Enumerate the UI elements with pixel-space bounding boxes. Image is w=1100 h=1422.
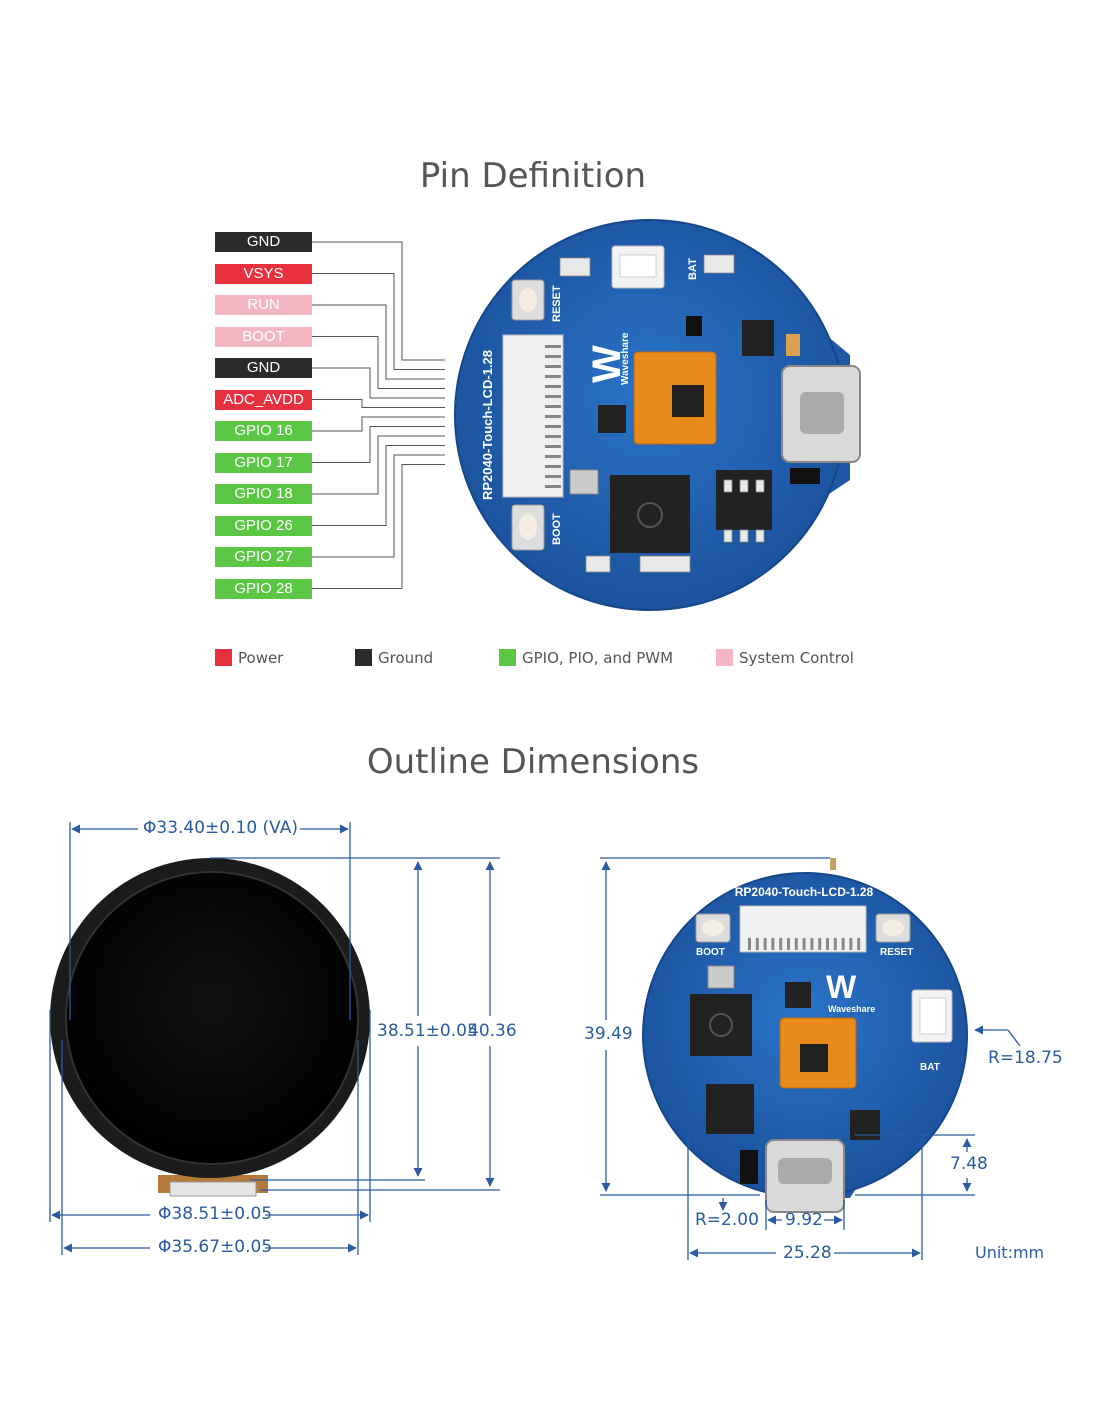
pin-label: GPIO 26 [215,515,312,536]
fpc-pin [771,938,775,950]
dim-diameter-inner: Φ35.67±0.05 [158,1237,273,1257]
fpc-pin [545,365,561,368]
legend-swatch [355,649,372,666]
fpc-pin [545,425,561,428]
reset-silk-front: RESET [880,947,913,958]
fpc-pin [810,938,814,950]
pin-connector-line [312,273,445,370]
legend-item: GPIO, PIO, and PWM [499,649,673,667]
dim-bottom-offset: 7.48 [950,1154,988,1174]
fpc-pin [787,938,790,950]
board-top-view: RP2040-Touch-LCD-1.28 RESET BOOT BAT Wav… [454,219,861,611]
fpc-pin [818,938,822,950]
pin-definition-title: Pin Definition [419,156,647,196]
fpc-pin [748,938,751,950]
pin-label: BOOT [215,326,312,347]
brand-silk-front: Waveshare [828,1004,875,1014]
pin-label: GPIO 27 [215,547,312,567]
fpc-pin [849,938,853,950]
pin-label: GPIO 28 [215,578,312,599]
board-name-front: RP2040-Touch-LCD-1.28 [735,885,874,899]
dim-radius-small: R=2.00 [695,1210,759,1230]
pin-connector-line [312,454,445,558]
lcd-front-view [50,858,370,1197]
fpc-pin [857,938,861,950]
legend-label: System Control [739,649,854,667]
fpc-pin [545,385,561,388]
pin-connector-line [312,426,445,463]
pin-connector-line [312,367,445,399]
pin-label: ADC_AVDD [215,389,312,410]
pin-label: GND [215,358,312,378]
boot-silk-front: BOOT [696,947,725,958]
fpc-pin [841,938,845,950]
fpc-pin [794,938,798,950]
legend-item: Ground [355,649,433,667]
pin-connector-lines [312,241,445,589]
dim-diameter-outer: Φ38.51±0.05 [158,1204,273,1224]
dim-va: Φ33.40±0.10 (VA) [141,818,300,838]
fpc-pin [545,345,561,348]
fpc-pin [545,455,561,458]
fpc-pin [545,465,561,468]
fpc-pin [545,415,561,418]
legend-label: Power [238,649,284,667]
fpc-pin [802,938,806,950]
fpc-pin [826,938,829,950]
dim-inner-height: 38.51±0.05 [377,1021,478,1041]
dim-radius-large: R=18.75 [988,1048,1063,1068]
fpc-pin [755,938,759,950]
legend-item: Power [215,649,283,667]
reset-silk-top: RESET [551,285,563,322]
pin-connector-line [312,241,445,361]
legend-swatch [716,649,733,666]
fpc-pin [545,395,561,398]
fpc-pin [833,938,837,950]
waveshare-logo-front-icon: W [826,969,857,1005]
fpc-pin [545,405,561,408]
fpc-pin [545,475,561,478]
waveshare-logo-icon: W [585,345,629,383]
board-dimension-lines [600,857,1021,1260]
pin-label: GND [215,232,312,252]
fpc-pin [545,375,561,378]
fpc-pin [545,485,561,488]
legend-item: System Control [716,649,854,667]
fpc-pin [545,435,561,438]
dim-board-height: 39.49 [584,1024,633,1044]
fpc-pin [779,938,783,950]
boot-silk-top: BOOT [551,513,563,545]
fpc-pin [545,355,561,358]
pin-label: GPIO 17 [215,452,312,473]
pin-connector-line [312,416,445,432]
pin-connector-line [312,445,445,526]
pin-connector-line [312,464,445,589]
pin-label: RUN [215,295,312,315]
outline-dimensions-title: Outline Dimensions [366,742,700,782]
fpc-pin [763,938,767,950]
board-name-vertical: RP2040-Touch-LCD-1.28 [480,350,495,500]
pin-label: VSYS [215,263,312,284]
pin-connector-line [312,399,445,408]
pin-connector-line [312,336,445,389]
pin-connector-line [312,304,445,380]
brand-silk-top: Waveshare [620,332,631,385]
pin-label: GPIO 16 [215,421,312,441]
lcd-dimension-lines [49,822,500,1255]
fpc-pin [545,445,561,448]
pin-connector-line [312,435,445,495]
unit-label: Unit:mm [975,1243,1045,1262]
dim-bottom-width: 25.28 [783,1243,832,1263]
bat-silk-front: BAT [920,1062,940,1073]
dim-usb-width: 9.92 [785,1210,823,1230]
dim-outer-height: 40.36 [468,1021,517,1041]
board-front-view: RP2040-Touch-LCD-1.28 BOOT RESET BAT Wav… [642,858,968,1213]
bat-silk-top: BAT [687,258,699,280]
legend-label: GPIO, PIO, and PWM [522,649,674,667]
legend-swatch [215,649,232,666]
legend-swatch [499,649,516,666]
legend-label: Ground [378,649,434,667]
pin-label: GPIO 18 [215,484,312,504]
